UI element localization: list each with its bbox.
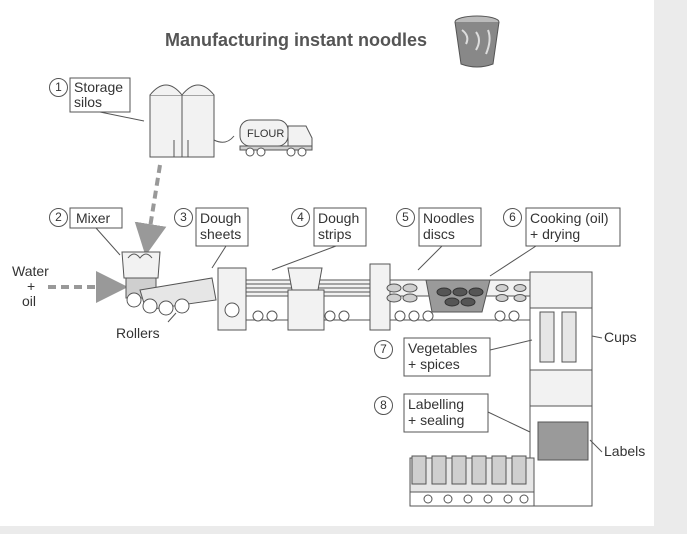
step-8-number: 8 bbox=[374, 396, 393, 415]
oil-label: oil bbox=[22, 293, 37, 309]
step-1-label-line1: Storage bbox=[74, 79, 124, 95]
step-3-label-line2: sheets bbox=[200, 226, 242, 242]
flour-flow-arrow bbox=[134, 164, 167, 256]
dried-discs bbox=[495, 284, 527, 302]
cup-filling-tower bbox=[529, 271, 603, 507]
diagram-title: Manufacturing instant noodles bbox=[165, 30, 428, 50]
step-6-number: 6 bbox=[503, 208, 522, 227]
callout-dough-sheets bbox=[195, 207, 249, 269]
process-illustration bbox=[48, 15, 621, 507]
labels-label: Labels bbox=[604, 443, 646, 459]
diagram-canvas: Manufacturing instant noodles 1 Storage … bbox=[0, 0, 654, 526]
step-8-label-line2: + sealing bbox=[408, 412, 465, 428]
callout-mixer bbox=[69, 207, 123, 256]
step-1-number: 1 bbox=[49, 78, 68, 97]
step-6-label-line2: + drying bbox=[530, 226, 581, 242]
rollers bbox=[126, 277, 217, 323]
plus-sign: + bbox=[27, 278, 36, 294]
callout-vegetables bbox=[403, 337, 533, 377]
cups-label: Cups bbox=[604, 329, 637, 345]
step-3-number: 3 bbox=[174, 208, 193, 227]
step-6-label-line1: Cooking (oil) bbox=[530, 210, 609, 226]
callout-storage bbox=[69, 77, 145, 122]
flour-label: FLOUR bbox=[247, 128, 285, 140]
callout-noodle-discs bbox=[417, 207, 482, 271]
step-4-number: 4 bbox=[291, 208, 310, 227]
step-5-number: 5 bbox=[396, 208, 415, 227]
step-5-label-line1: Noodles bbox=[423, 210, 475, 226]
noodle-cup-icon bbox=[454, 15, 500, 68]
step-8-label-line1: Labelling bbox=[408, 396, 465, 412]
step-7-label-line2: + spices bbox=[408, 356, 460, 372]
step-1-label-line2: silos bbox=[74, 94, 103, 110]
water-label: Water bbox=[12, 263, 49, 279]
output-conveyor bbox=[409, 455, 535, 507]
callout-dough-strips bbox=[271, 207, 367, 271]
step-4-label-line2: strips bbox=[318, 226, 352, 242]
step-3-label-line1: Dough bbox=[200, 210, 242, 226]
strip-cutter bbox=[287, 267, 325, 331]
callout-cooking bbox=[489, 207, 621, 277]
storage-silos bbox=[149, 84, 215, 158]
step-5-label-line2: discs bbox=[423, 226, 455, 242]
rollers-label: Rollers bbox=[116, 325, 160, 341]
step-7-label-line1: Vegetables bbox=[408, 340, 478, 356]
frying-bath bbox=[425, 279, 491, 313]
step-4-label-line1: Dough bbox=[318, 210, 360, 226]
step-2-number: 2 bbox=[49, 208, 68, 227]
disc-former bbox=[369, 263, 418, 331]
flour-truck bbox=[213, 119, 313, 157]
step-7-number: 7 bbox=[374, 340, 393, 359]
step-2-label-line1: Mixer bbox=[76, 210, 111, 226]
callout-labelling bbox=[403, 393, 531, 433]
